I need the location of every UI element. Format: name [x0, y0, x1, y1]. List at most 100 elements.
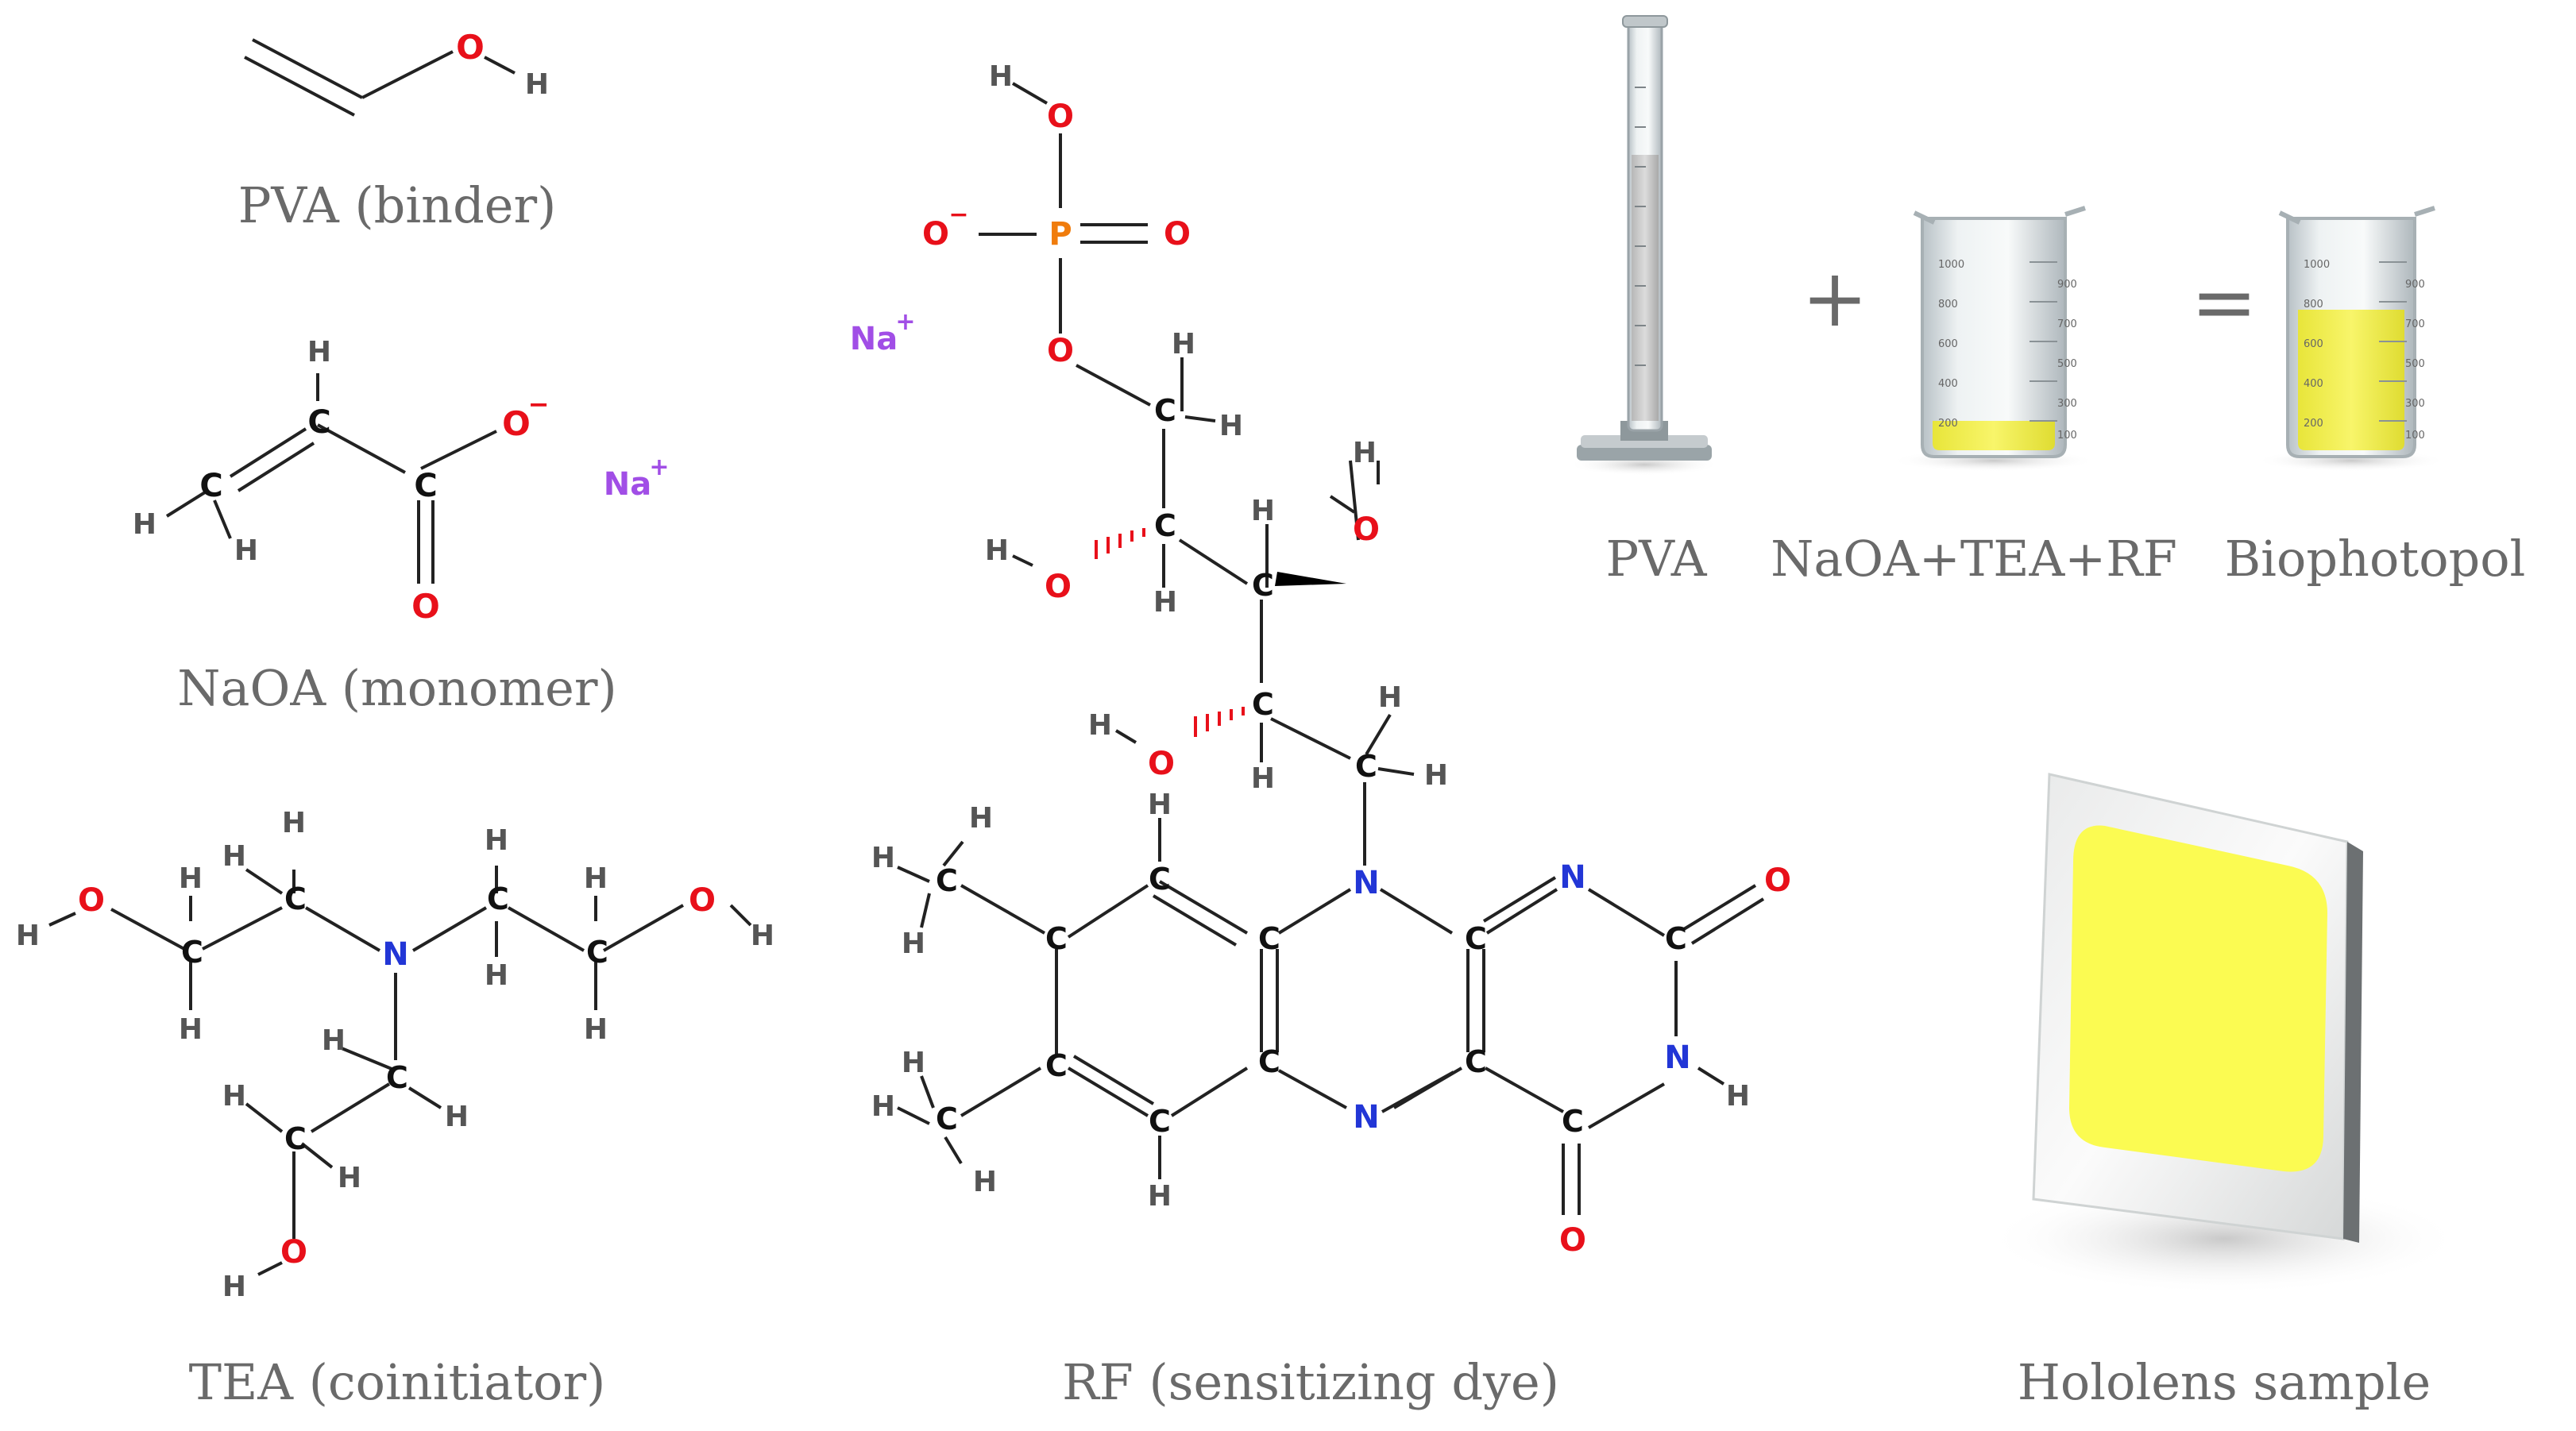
atom-h: H: [133, 508, 156, 541]
caption-pva-binder: PVA (binder): [238, 176, 557, 234]
atom-o: O: [456, 28, 485, 67]
graduated-cylinder-icon: [1569, 15, 1720, 476]
atom-o: O: [689, 882, 716, 919]
atom-c: C: [1258, 1044, 1280, 1079]
atom-c: C: [1154, 393, 1176, 428]
atom-o: O: [1047, 98, 1074, 135]
atom-o: O: [1559, 1222, 1586, 1259]
atom-h: H: [584, 1013, 608, 1046]
atom-h: H: [1148, 1180, 1172, 1213]
beaker-mixture-icon: 1000 800 600 400 200 900 700 500 300 100: [1890, 206, 2097, 472]
atom-o: O: [411, 587, 440, 626]
caption-tea-coinitiator: TEA (coinitiator): [189, 1353, 606, 1411]
scale-label: 800: [1938, 299, 1958, 310]
scale-label: 300: [2057, 398, 2077, 410]
atom-h: H: [485, 959, 508, 992]
atom-c: C: [199, 468, 222, 504]
scale-label: 900: [2405, 279, 2425, 291]
atom-h: H: [985, 534, 1009, 567]
scale-label: 800: [2304, 299, 2323, 310]
atom-h: H: [282, 807, 306, 839]
equals-operator: =: [2191, 256, 2257, 349]
atom-h: H: [1088, 709, 1112, 742]
charge-plus: +: [895, 308, 915, 336]
atom-c: C: [936, 1101, 958, 1136]
atom-n: N: [1353, 1099, 1379, 1136]
atom-h: H: [1219, 410, 1243, 442]
atom-h: H: [525, 68, 549, 101]
atom-h: H: [973, 1166, 997, 1198]
atom-o: O: [502, 404, 531, 443]
atom-c: C: [1355, 749, 1377, 784]
atom-h: H: [1378, 681, 1402, 714]
caption-pva: PVA: [1605, 530, 1707, 588]
atom-h: H: [989, 60, 1013, 93]
atom-c: C: [1562, 1104, 1584, 1139]
scale-label: 700: [2057, 318, 2077, 330]
atom-h: H: [1251, 762, 1275, 795]
atom-h: H: [1148, 789, 1172, 821]
atom-h: H: [179, 862, 203, 895]
scale-label: 500: [2405, 358, 2425, 370]
atom-c: C: [586, 935, 608, 970]
charge-minus: −: [528, 389, 550, 419]
atom-h: H: [902, 1047, 925, 1079]
atom-p: P: [1049, 216, 1072, 253]
atom-c: C: [1252, 687, 1274, 722]
atom-h: H: [445, 1101, 469, 1133]
scale-label: 700: [2405, 318, 2425, 330]
atom-c: C: [307, 404, 330, 441]
naoa-structure: H C C C H H O − O Na +: [133, 336, 670, 626]
atom-o: O: [78, 882, 105, 919]
atom-na: Na: [604, 466, 651, 503]
atom-c: C: [284, 881, 307, 916]
atom-h: H: [1172, 328, 1195, 361]
atom-h: H: [222, 1271, 246, 1303]
atom-o: O: [1764, 862, 1791, 899]
atom-c: C: [1665, 921, 1687, 956]
atom-c: C: [386, 1060, 408, 1095]
atom-h: H: [16, 920, 40, 952]
charge-plus: +: [649, 453, 669, 481]
atom-n: N: [1353, 865, 1379, 901]
atom-c: C: [414, 468, 437, 504]
atom-h: H: [322, 1024, 346, 1057]
scale-label: 200: [1938, 418, 1958, 430]
atom-o: O: [922, 216, 949, 253]
atom-o: O: [280, 1234, 307, 1271]
atom-c: C: [936, 863, 958, 898]
scale-label: 1000: [1938, 259, 1964, 271]
tea-structure: O H H C H H H C N C H H C H H O H H C H …: [16, 807, 774, 1303]
atom-h: H: [751, 920, 774, 952]
scale-label: 100: [2405, 430, 2425, 442]
scale-label: 900: [2057, 279, 2077, 291]
atom-c: C: [181, 935, 203, 970]
rf-structure: H O O − P O O Na + H C H C H O H H C O H…: [850, 60, 1791, 1259]
atom-h: H: [871, 1090, 895, 1123]
atom-h: H: [179, 1013, 203, 1046]
atom-h: H: [584, 862, 608, 895]
atom-n: N: [1664, 1040, 1690, 1076]
beaker-biophotopol-icon: 1000 800 600 400 200 900 700 500 300 100: [2256, 206, 2447, 472]
atom-c: C: [284, 1121, 307, 1156]
atom-h: H: [485, 824, 508, 857]
plus-operator: +: [1802, 252, 1868, 345]
atom-c: C: [1154, 508, 1176, 543]
atom-h: H: [222, 840, 246, 873]
caption-mixture: NaOA+TEA+RF: [1771, 530, 2177, 588]
caption-rf-dye: RF (sensitizing dye): [1062, 1353, 1559, 1411]
scale-label: 100: [2057, 430, 2077, 442]
atom-c: C: [1252, 568, 1274, 603]
charge-minus: −: [948, 201, 968, 229]
scale-label: 600: [2304, 338, 2323, 350]
atom-o: O: [1045, 569, 1072, 605]
hololens-sample-icon: [1986, 773, 2462, 1294]
atom-h: H: [1726, 1080, 1750, 1113]
atom-o: O: [1047, 333, 1074, 369]
atom-n: N: [1559, 859, 1585, 896]
atom-c: C: [1465, 921, 1487, 956]
atom-h: H: [1251, 495, 1275, 527]
atom-n: N: [382, 936, 408, 973]
atom-h: H: [234, 534, 258, 567]
scale-label: 1000: [2304, 259, 2330, 271]
